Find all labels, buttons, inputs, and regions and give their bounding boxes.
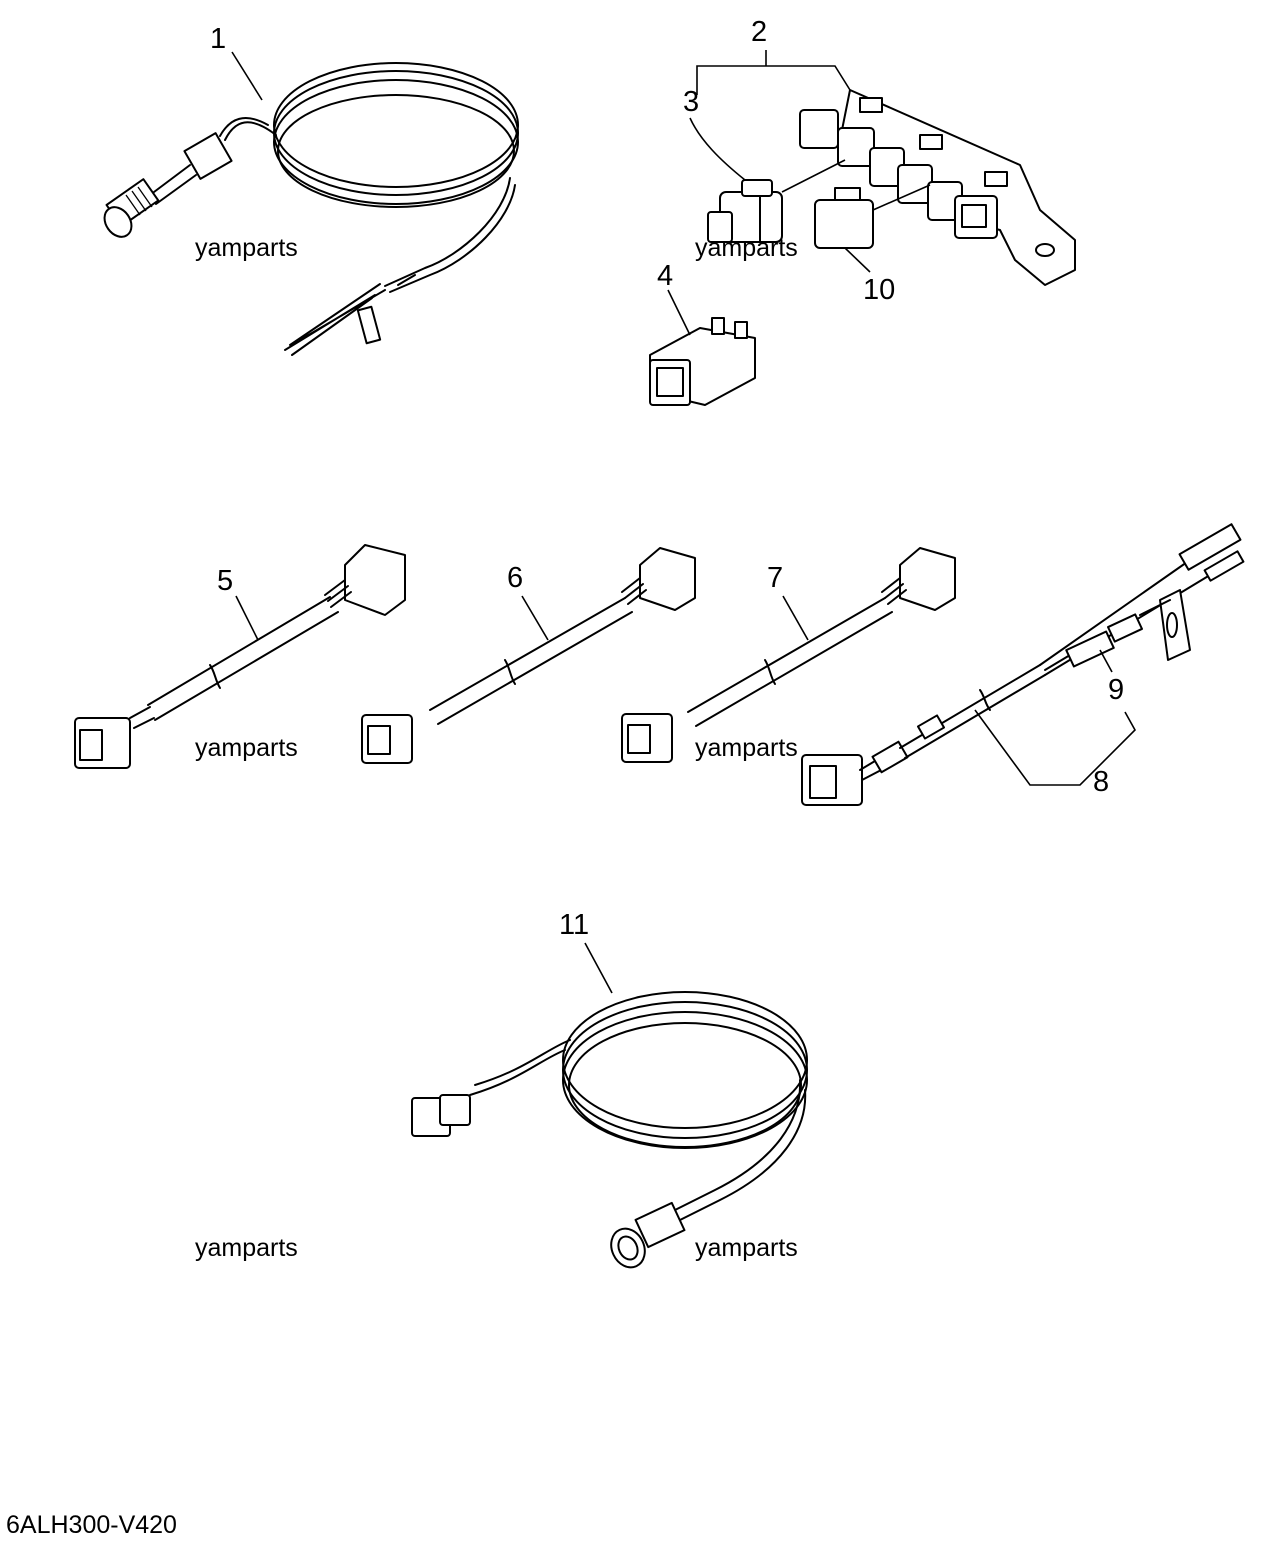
watermark: yamparts (195, 734, 298, 762)
part-4-connector (649, 317, 756, 406)
part-5-harness (74, 544, 406, 769)
part-2-junction-block (799, 89, 1076, 286)
callout-11: 11 (559, 909, 590, 941)
callout-6: 6 (507, 562, 524, 594)
watermark: yamparts (695, 734, 798, 762)
part-8-harness (801, 523, 1245, 806)
callout-2: 2 (751, 16, 768, 48)
watermark: yamparts (195, 1234, 298, 1262)
watermark: yamparts (695, 234, 798, 262)
part-10-cap (814, 187, 874, 249)
part-7-harness (621, 547, 956, 763)
callout-9: 9 (1108, 674, 1125, 706)
watermark: yamparts (195, 234, 298, 262)
part-11-cable-coil (411, 991, 808, 1269)
callout-4: 4 (657, 260, 674, 292)
part-6-harness (361, 547, 696, 764)
callout-5: 5 (217, 565, 234, 597)
drawing-code: 6ALH300-V420 (6, 1511, 177, 1539)
callout-7: 7 (767, 562, 784, 594)
callout-8: 8 (1093, 766, 1110, 798)
callout-3: 3 (683, 86, 700, 118)
watermark: yamparts (695, 1234, 798, 1262)
part-9-fuse-holder (1044, 599, 1171, 671)
callout-10: 10 (863, 274, 896, 306)
part-3-connector (707, 179, 783, 243)
callout-1: 1 (210, 23, 227, 55)
part-1-cable-coil (103, 62, 519, 356)
